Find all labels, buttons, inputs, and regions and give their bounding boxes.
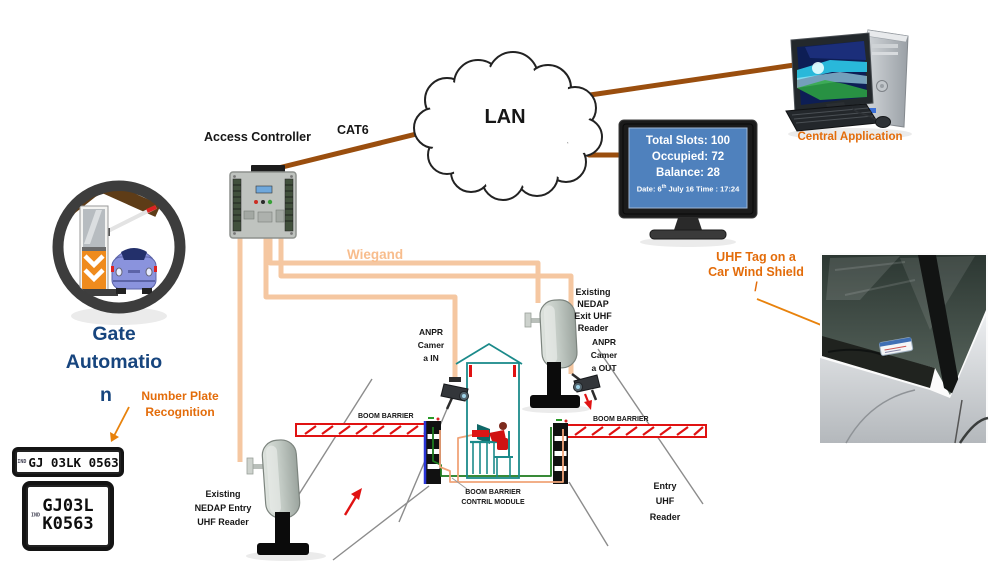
plate-number-large-line1: GJ03L <box>42 496 94 517</box>
guard-booth <box>455 342 523 479</box>
access-controller-label: Access Controller <box>204 130 311 144</box>
status-monitor <box>618 119 758 240</box>
entry-reader-label: Existing NEDAP Entry UHF Reader <box>194 489 252 527</box>
anpr-camera-in-label: ANPR Camer a IN <box>417 327 445 363</box>
anpr-camera-in-icon <box>440 377 469 410</box>
access-controller-device <box>229 165 297 239</box>
boom-barrier-right <box>565 424 707 438</box>
boom-barrier-left-label: BOOM BARRIER <box>358 413 414 420</box>
lan-cloud <box>413 51 603 201</box>
gate-automation-title-line3: n <box>100 384 112 406</box>
gate-automation-title-line2: Automatio <box>65 351 163 373</box>
exit-uhf-reader-antenna <box>524 299 580 408</box>
central-application-computer <box>785 29 909 132</box>
boom-control-module-label: BOOM BARRIER CONTRIL MODULE <box>461 489 525 506</box>
guard-figure <box>472 422 508 450</box>
uhf-tag-sticker <box>879 337 914 356</box>
red-arrow-up <box>343 488 362 516</box>
exit-reader-label: Existing NEDAP Exit UHF Reader <box>574 287 612 334</box>
toll-car <box>111 248 157 294</box>
gate-automation-badge <box>52 180 186 314</box>
date-time-text: Date: 6th July 16 Time : 17:24 <box>636 184 740 194</box>
lan-label: LAN <box>484 106 526 128</box>
cat6-label: CAT6 <box>337 123 369 137</box>
parking-status-screen: Total Slots: 100 Occupied: 72 Balance: 2… <box>629 133 747 196</box>
total-slots-text: Total Slots: 100 <box>645 135 731 147</box>
occupied-text: Occupied: 72 <box>651 151 725 163</box>
windshield-photo <box>820 253 989 444</box>
anpr-camera-out-icon <box>571 373 601 401</box>
road-lines <box>295 348 704 561</box>
wiegand-label: Wiegand <box>347 247 404 262</box>
gate-post-right <box>553 419 568 484</box>
number-plate-recognition-label: Number Plate Recognition <box>141 389 219 419</box>
license-plate-small: IND GJ 03LK 0563 <box>12 447 124 477</box>
plate-number-small: GJ 03LK 0563 <box>28 454 119 470</box>
license-plate-large: IND GJ03L K0563 <box>22 481 114 551</box>
entry-uhf-reader-label: Entry UHF Reader <box>649 481 681 522</box>
gate-automation-title-line1: Gate <box>92 323 136 345</box>
boom-barrier-right-label: BOOM BARRIER <box>593 416 649 423</box>
uhf-tag-label: UHF Tag on a Car Wind Shield / <box>708 250 804 294</box>
ind-mark-small: IND <box>17 459 27 465</box>
central-application-label: Central Application <box>797 131 903 143</box>
entry-uhf-reader-antenna <box>246 439 309 555</box>
ind-mark-large: IND <box>31 512 41 519</box>
anpr-camera-out-label: ANPR Camer a OUT <box>590 337 618 373</box>
plate-number-large-line2: K0563 <box>42 514 94 534</box>
balance-text: Balance: 28 <box>656 167 720 179</box>
red-arrow-down <box>583 393 592 410</box>
orange-arrow-plate <box>110 406 130 442</box>
boom-barrier-left <box>295 423 434 437</box>
